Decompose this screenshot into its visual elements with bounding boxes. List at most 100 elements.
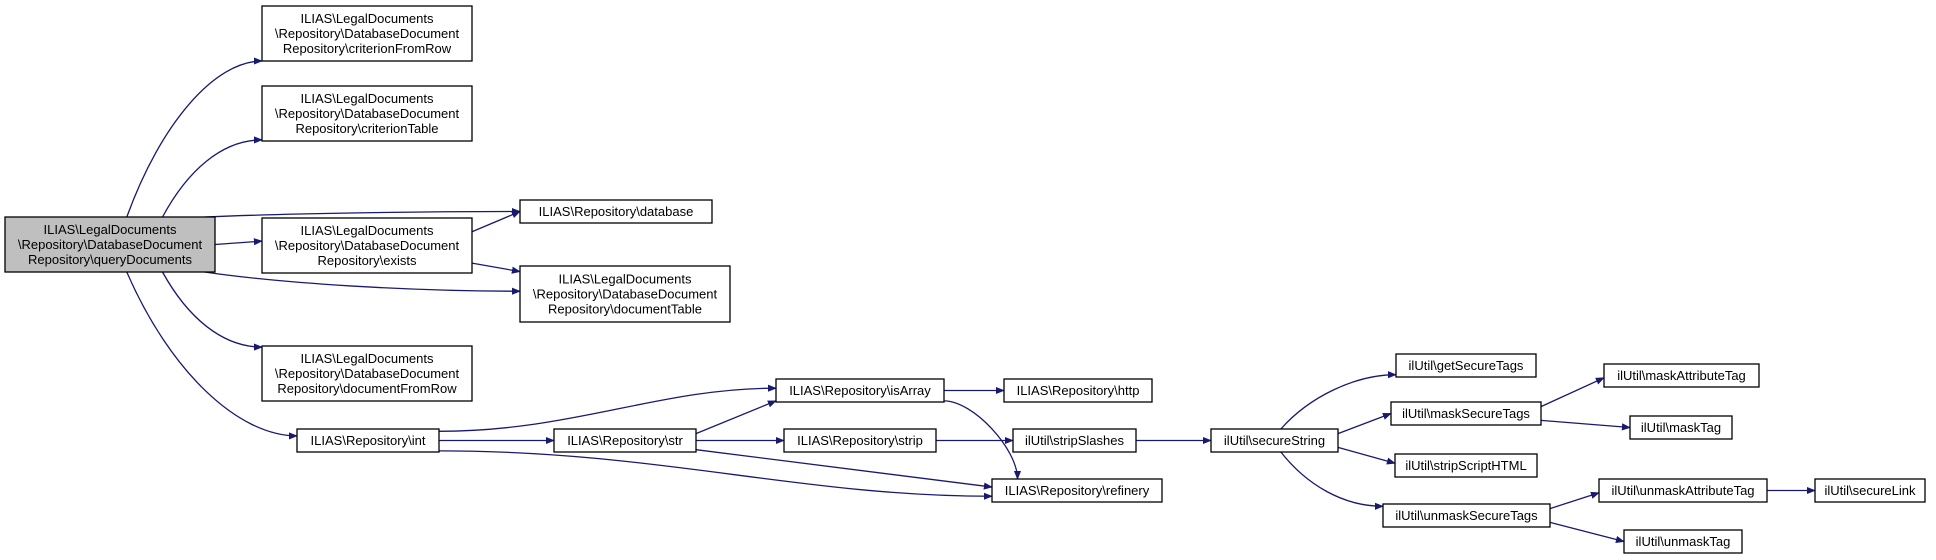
edge-str-to-isArray bbox=[695, 400, 777, 435]
node-label-line: ILIAS\LegalDocuments bbox=[301, 223, 434, 238]
edge-secureString-to-maskSecureTags bbox=[1337, 412, 1392, 435]
node-box bbox=[783, 428, 937, 453]
node-box bbox=[1814, 478, 1926, 503]
node-database[interactable]: ILIAS\Repository\database bbox=[519, 199, 713, 224]
node-label-line: ILIAS\Repository\database bbox=[539, 204, 694, 219]
node-box bbox=[1603, 363, 1760, 388]
node-box bbox=[1598, 478, 1768, 503]
node-label-line: ILIAS\Repository\int bbox=[311, 433, 426, 448]
edges-layer bbox=[126, 57, 1816, 543]
edge-root-to-int bbox=[126, 271, 298, 440]
node-box bbox=[1629, 415, 1733, 440]
node-criterionFromRow[interactable]: ILIAS\LegalDocuments\Repository\Database… bbox=[261, 5, 473, 62]
node-label-line: ILIAS\Repository\http bbox=[1017, 383, 1140, 398]
edge-unmaskSecureTags-to-unmaskTag bbox=[1549, 521, 1625, 543]
node-box bbox=[261, 217, 473, 274]
edge-isArray-to-refinery bbox=[943, 400, 1022, 480]
node-label-line: ilUtil\stripScriptHTML bbox=[1405, 458, 1526, 473]
node-label-line: \Repository\DatabaseDocument bbox=[533, 287, 718, 302]
node-label-line: ILIAS\LegalDocuments bbox=[44, 222, 177, 237]
node-box bbox=[261, 5, 473, 62]
node-box bbox=[1012, 428, 1137, 453]
edge-secureString-to-getSecureTags bbox=[1280, 371, 1397, 430]
edge-root-to-exists bbox=[214, 238, 263, 246]
edge-exists-to-database bbox=[471, 210, 521, 233]
node-box bbox=[261, 345, 473, 402]
node-label-line: \Repository\DatabaseDocument bbox=[275, 238, 460, 253]
node-box bbox=[1394, 453, 1538, 478]
node-label-line: Repository\documentTable bbox=[548, 302, 702, 317]
node-unmaskSecureTags[interactable]: ilUtil\unmaskSecureTags bbox=[1382, 503, 1551, 528]
edge-unmaskSecureTags-to-unmaskAttributeTag bbox=[1549, 491, 1600, 510]
node-maskAttributeTag[interactable]: ilUtil\maskAttributeTag bbox=[1603, 363, 1760, 388]
node-documentFromRow[interactable]: ILIAS\LegalDocuments\Repository\Database… bbox=[261, 345, 473, 402]
node-box bbox=[1390, 401, 1542, 426]
edge-root-to-criterionTable bbox=[161, 136, 263, 218]
node-box bbox=[1623, 529, 1743, 554]
edge-maskSecureTags-to-maskAttributeTag bbox=[1540, 377, 1605, 408]
node-label-line: ilUtil\maskSecureTags bbox=[1402, 406, 1530, 421]
node-label-line: ilUtil\secureLink bbox=[1824, 483, 1916, 498]
node-label-line: ILIAS\Repository\isArray bbox=[789, 383, 931, 398]
node-label-line: ILIAS\Repository\refinery bbox=[1005, 483, 1150, 498]
node-label-line: ilUtil\unmaskAttributeTag bbox=[1611, 483, 1754, 498]
node-label-line: ilUtil\secureString bbox=[1224, 433, 1325, 448]
node-box bbox=[519, 199, 713, 224]
node-exists[interactable]: ILIAS\LegalDocuments\Repository\Database… bbox=[261, 217, 473, 274]
node-label-line: Repository\queryDocuments bbox=[28, 252, 193, 267]
node-label-line: \Repository\DatabaseDocument bbox=[275, 106, 460, 121]
node-box bbox=[261, 85, 473, 142]
node-unmaskTag[interactable]: ilUtil\unmaskTag bbox=[1623, 529, 1743, 554]
nodes-layer: ILIAS\LegalDocuments\Repository\Database… bbox=[4, 5, 1926, 554]
node-label-line: ilUtil\stripSlashes bbox=[1025, 433, 1124, 448]
node-stripSlashes[interactable]: ilUtil\stripSlashes bbox=[1012, 428, 1137, 453]
node-label-line: ILIAS\Repository\str bbox=[567, 433, 683, 448]
node-getSecureTags[interactable]: ilUtil\getSecureTags bbox=[1395, 353, 1537, 378]
node-box bbox=[4, 216, 216, 273]
node-maskTag[interactable]: ilUtil\maskTag bbox=[1629, 415, 1733, 440]
node-label-line: ILIAS\LegalDocuments bbox=[301, 11, 434, 26]
node-box bbox=[1395, 353, 1537, 378]
node-isArray[interactable]: ILIAS\Repository\isArray bbox=[775, 378, 945, 403]
node-label-line: Repository\criterionTable bbox=[295, 121, 438, 136]
node-secureString[interactable]: ilUtil\secureString bbox=[1210, 428, 1339, 453]
node-box bbox=[553, 428, 697, 453]
node-box bbox=[519, 265, 731, 323]
node-box bbox=[775, 378, 945, 403]
node-label-line: ilUtil\unmaskTag bbox=[1636, 534, 1731, 549]
node-secureLink[interactable]: ilUtil\secureLink bbox=[1814, 478, 1926, 503]
node-box bbox=[1003, 378, 1153, 403]
node-box bbox=[296, 428, 440, 453]
node-unmaskAttributeTag[interactable]: ilUtil\unmaskAttributeTag bbox=[1598, 478, 1768, 503]
edge-secureString-to-stripScriptHTML bbox=[1337, 446, 1396, 465]
node-http[interactable]: ILIAS\Repository\http bbox=[1003, 378, 1153, 403]
node-box bbox=[1382, 503, 1551, 528]
edge-exists-to-documentTable bbox=[471, 262, 521, 274]
edge-root-to-database bbox=[204, 207, 521, 218]
node-stripScriptHTML[interactable]: ilUtil\stripScriptHTML bbox=[1394, 453, 1538, 478]
node-label-line: Repository\documentFromRow bbox=[277, 381, 457, 396]
node-label-line: ILIAS\LegalDocuments bbox=[301, 91, 434, 106]
node-label-line: ILIAS\LegalDocuments bbox=[559, 272, 692, 287]
edge-int-to-refinery bbox=[438, 450, 993, 500]
edge-str-to-refinery bbox=[695, 449, 993, 490]
node-criterionTable[interactable]: ILIAS\LegalDocuments\Repository\Database… bbox=[261, 85, 473, 142]
node-label-line: ilUtil\maskAttributeTag bbox=[1617, 368, 1746, 383]
node-root[interactable]: ILIAS\LegalDocuments\Repository\Database… bbox=[4, 216, 216, 273]
node-label-line: Repository\exists bbox=[318, 253, 417, 268]
node-box bbox=[1210, 428, 1339, 453]
node-documentTable[interactable]: ILIAS\LegalDocuments\Repository\Database… bbox=[519, 265, 731, 323]
node-maskSecureTags[interactable]: ilUtil\maskSecureTags bbox=[1390, 401, 1542, 426]
node-str[interactable]: ILIAS\Repository\str bbox=[553, 428, 697, 453]
node-label-line: \Repository\DatabaseDocument bbox=[275, 26, 460, 41]
node-label-line: ILIAS\Repository\strip bbox=[797, 433, 923, 448]
node-refinery[interactable]: ILIAS\Repository\refinery bbox=[991, 478, 1163, 503]
node-int[interactable]: ILIAS\Repository\int bbox=[296, 428, 440, 453]
node-strip[interactable]: ILIAS\Repository\strip bbox=[783, 428, 937, 453]
edge-secureString-to-unmaskSecureTags bbox=[1280, 451, 1384, 510]
edge-root-to-documentFromRow bbox=[161, 271, 263, 351]
node-label-line: ilUtil\unmaskSecureTags bbox=[1395, 508, 1538, 523]
edge-maskSecureTags-to-maskTag bbox=[1540, 419, 1631, 431]
edge-root-to-documentTable bbox=[204, 271, 521, 295]
